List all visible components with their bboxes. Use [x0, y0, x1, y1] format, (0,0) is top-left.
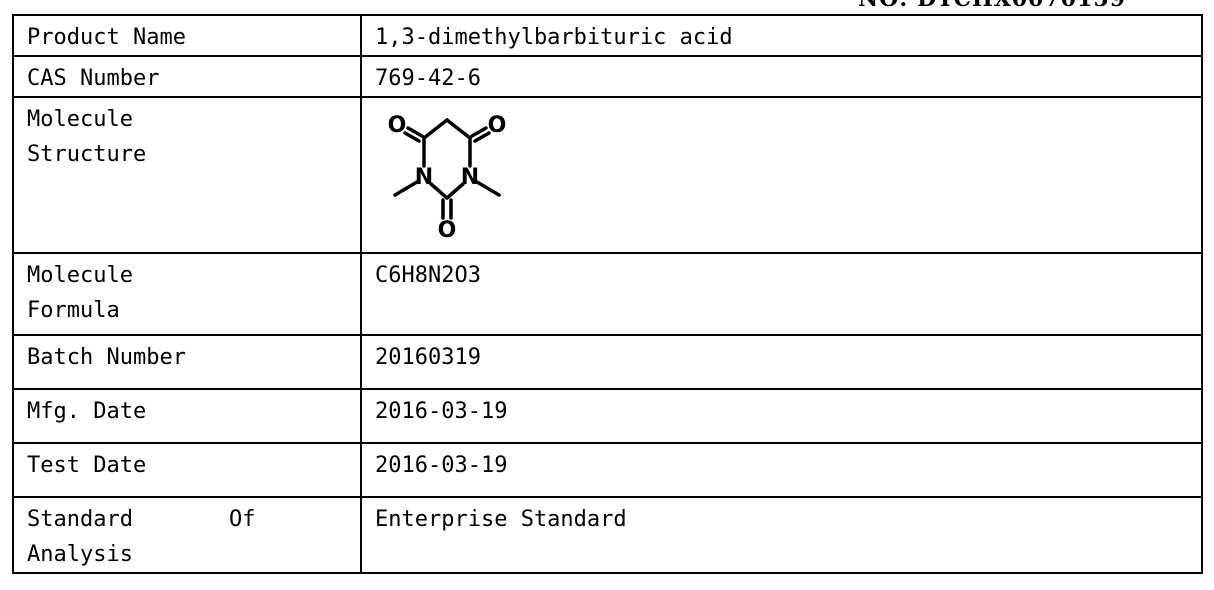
label-line: Standard Of	[27, 502, 350, 537]
standard-of-analysis-value: Enterprise Standard	[360, 496, 1203, 574]
row-label: CAS Number	[12, 55, 362, 98]
row-label: Product Name	[12, 14, 362, 57]
product-spec-table: Product Name 1,3-dimethylbarbituric acid…	[12, 14, 1203, 574]
test-date-value: 2016-03-19	[360, 442, 1203, 498]
row-label: Mfg. Date	[12, 388, 362, 444]
label-word: Standard	[27, 507, 133, 532]
row-label: Test Date	[12, 442, 362, 498]
cas-number-value: 769-42-6	[360, 55, 1203, 98]
table-row: Molecule Structure	[12, 96, 1203, 254]
label-line: Molecule	[27, 263, 133, 288]
oxygen-atom-label: O	[488, 113, 507, 138]
table-row: Mfg. Date 2016-03-19	[12, 388, 1203, 444]
table-row: Standard Of Analysis Enterprise Standard	[12, 496, 1203, 574]
molecule-structure-image: O O O N N	[388, 113, 507, 242]
table-row: Batch Number 20160319	[12, 334, 1203, 390]
label-line: Formula	[27, 298, 120, 323]
label-word: Of	[228, 507, 256, 532]
oxygen-atom-label: O	[438, 218, 457, 242]
row-label: Molecule Formula	[12, 252, 362, 336]
oxygen-atom-label: O	[388, 113, 407, 138]
table-row: Test Date 2016-03-19	[12, 442, 1203, 498]
batch-number-value: 20160319	[360, 334, 1203, 390]
document-number: NO: DYCHX0070159	[858, 0, 1126, 12]
table-row: CAS Number 769-42-6	[12, 55, 1203, 98]
nitrogen-atom-label: N	[461, 165, 479, 190]
table-row: Product Name 1,3-dimethylbarbituric acid	[12, 14, 1203, 57]
label-line: Structure	[27, 142, 147, 167]
molecule-formula-value: C6H8N2O3	[360, 252, 1203, 336]
molecule-structure-cell: O O O N N	[360, 96, 1203, 254]
nitrogen-atom-label: N	[415, 165, 433, 190]
row-label: Molecule Structure	[12, 96, 362, 254]
row-label: Standard Of Analysis	[12, 496, 362, 574]
mfg-date-value: 2016-03-19	[360, 388, 1203, 444]
row-label: Batch Number	[12, 334, 362, 390]
label-line: Analysis	[27, 542, 133, 567]
label-line: Molecule	[27, 107, 133, 132]
table-row: Molecule Formula C6H8N2O3	[12, 252, 1203, 336]
product-name-value: 1,3-dimethylbarbituric acid	[360, 14, 1203, 57]
